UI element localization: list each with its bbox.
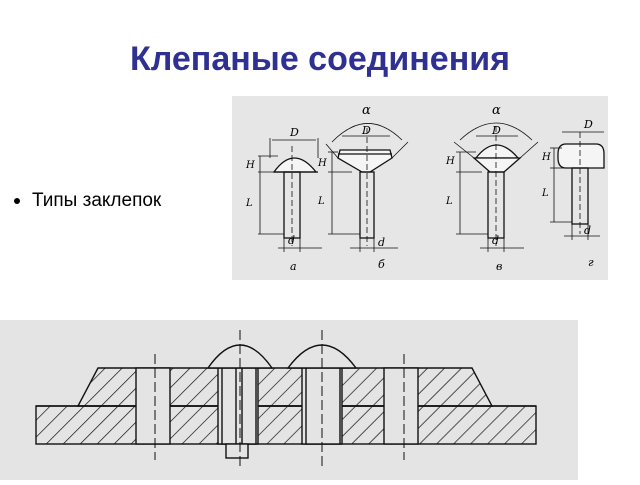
- rivet-types-figure: D H L d а α D H L d б α D H L d в D H L …: [232, 96, 608, 280]
- label-D-a: D: [289, 126, 299, 139]
- bottom-plate: [35, 405, 537, 445]
- label-d-b: d: [378, 236, 385, 249]
- riveted-joint-figure: [0, 320, 578, 480]
- label-d-g: d: [584, 224, 591, 237]
- rivet-head-left: [206, 344, 274, 369]
- slide-title: Клепаные соединения: [130, 40, 510, 78]
- rivet-b: [325, 123, 409, 252]
- label-d-v: d: [492, 234, 499, 247]
- rivet-shank-right: [305, 367, 341, 445]
- label-L-v: L: [445, 196, 453, 207]
- caption-b: б: [378, 258, 385, 271]
- label-L-b: L: [317, 196, 325, 207]
- rivet-head-right: [286, 344, 358, 369]
- label-L-g: L: [541, 188, 549, 199]
- rivet-a: [258, 138, 322, 252]
- bullet-list: Типы заклепок: [14, 190, 161, 212]
- caption-g: г: [588, 256, 594, 269]
- bullet-text: Типы заклепок: [32, 190, 162, 211]
- rivet-g: [550, 131, 605, 240]
- bullet-dot-icon: [14, 198, 20, 204]
- label-H-b: H: [317, 158, 327, 169]
- label-alpha-b: α: [362, 103, 371, 118]
- label-L-a: L: [245, 198, 253, 209]
- label-alpha-v: α: [492, 103, 501, 118]
- label-D-b: D: [361, 124, 371, 137]
- caption-v: в: [496, 260, 502, 273]
- bullet-item: Типы заклепок: [14, 190, 161, 212]
- riveted-joint-drawing: [35, 330, 537, 468]
- rivet-v: [453, 122, 539, 252]
- label-d-a: d: [288, 234, 295, 247]
- rivet-shank-left: [221, 367, 257, 445]
- label-H-a: H: [245, 160, 255, 171]
- label-H-g: H: [541, 152, 551, 163]
- label-H-v: H: [445, 156, 455, 167]
- label-D-g: D: [583, 118, 593, 131]
- rivet-types-drawing: D H L d а α D H L d б α D H L d в D H L …: [245, 103, 605, 273]
- label-D-v: D: [491, 124, 501, 137]
- caption-a: а: [290, 260, 297, 273]
